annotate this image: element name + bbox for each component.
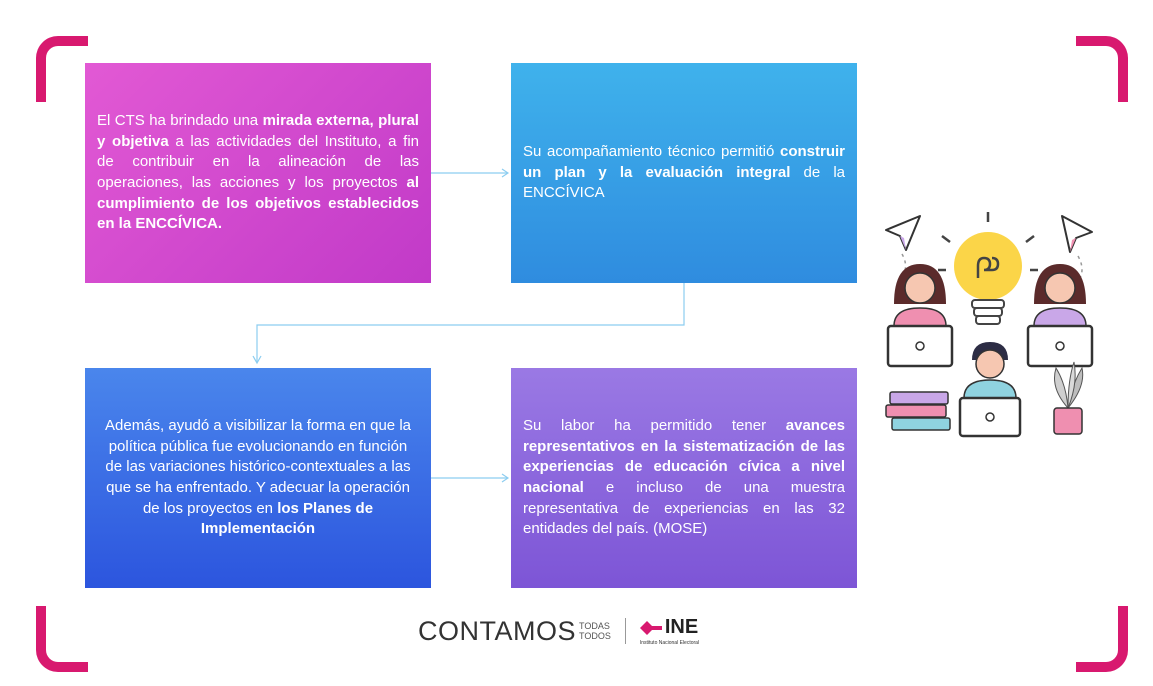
ine-logo: INE Instituto Nacional Electoral [639, 616, 700, 646]
text-bold-segment: los Planes de Implementación [200, 499, 374, 538]
text-segment: Su acompañamiento técnico permitió [523, 142, 780, 160]
todas-label: TODAS [579, 621, 610, 631]
arrow-head-1 [501, 168, 510, 178]
todos-label: TODOS [579, 631, 611, 641]
ine-diamond-icon [639, 620, 662, 635]
footer-logos: CONTAMOS TODAS TODOS INE Instituto Nacio… [418, 613, 699, 649]
info-box-text: Su labor ha permitido tener avances repr… [523, 416, 845, 540]
text-bold-segment: mirada externa, plural y objetiva [97, 111, 419, 150]
woman-laptop-icon [886, 264, 954, 368]
corner-bracket-bottom-right [1076, 606, 1128, 672]
light-bulb-icon [938, 212, 1038, 325]
paper-plane-icon [1061, 215, 1093, 283]
arrow-head-3 [501, 473, 510, 483]
info-box-text: Su acompañamiento técnico permitió const… [523, 142, 845, 204]
corner-bracket-top-right [1076, 36, 1128, 102]
woman-laptop-icon [1026, 264, 1094, 368]
todas-todos-label: TODAS TODOS [579, 621, 611, 641]
arrow-head-2 [252, 355, 262, 365]
plant-icon [1053, 361, 1084, 435]
text-bold-segment: construir un plan y la evaluación integr… [523, 142, 845, 181]
ine-wordmark: INE [664, 616, 699, 638]
text-segment: Además, ayudó a visibilizar la forma en … [105, 416, 411, 517]
teamwork-illustration [885, 212, 1094, 438]
info-box-external-view: El CTS ha brindado una mirada externa, p… [85, 63, 431, 283]
text-segment: El CTS ha brindado una [97, 111, 263, 129]
text-bold-segment: avances representativos en la sistematiz… [523, 416, 845, 496]
info-box-text: El CTS ha brindado una mirada externa, p… [97, 111, 419, 235]
man-laptop-icon [958, 342, 1022, 438]
text-bold-segment: al cumplimiento de los objetivos estable… [97, 174, 419, 233]
info-box-text: Además, ayudó a visibilizar la forma en … [101, 416, 415, 540]
info-box-civic-education: Su labor ha permitido tener avances repr… [511, 368, 857, 588]
footer-divider [624, 618, 626, 644]
text-segment: a las actividades del Instituto, a fin d… [97, 132, 419, 191]
corner-bracket-bottom-left [36, 606, 88, 672]
text-segment: e incluso de una muestra representativa … [523, 479, 845, 538]
ine-subtitle: Instituto Nacional Electoral [639, 640, 700, 646]
connector-2-to-3 [256, 283, 685, 362]
contamos-wordmark: CONTAMOS [418, 615, 576, 646]
paper-plane-icon [885, 215, 921, 301]
text-segment: Su labor ha permitido tener [523, 416, 786, 434]
corner-bracket-top-left [36, 36, 88, 102]
info-box-technical-support: Su acompañamiento técnico permitió const… [511, 63, 857, 283]
books-icon [885, 391, 951, 431]
text-segment: de la ENCCÍVICA [523, 163, 845, 202]
info-box-public-policy: Además, ayudó a visibilizar la forma en … [85, 368, 431, 588]
